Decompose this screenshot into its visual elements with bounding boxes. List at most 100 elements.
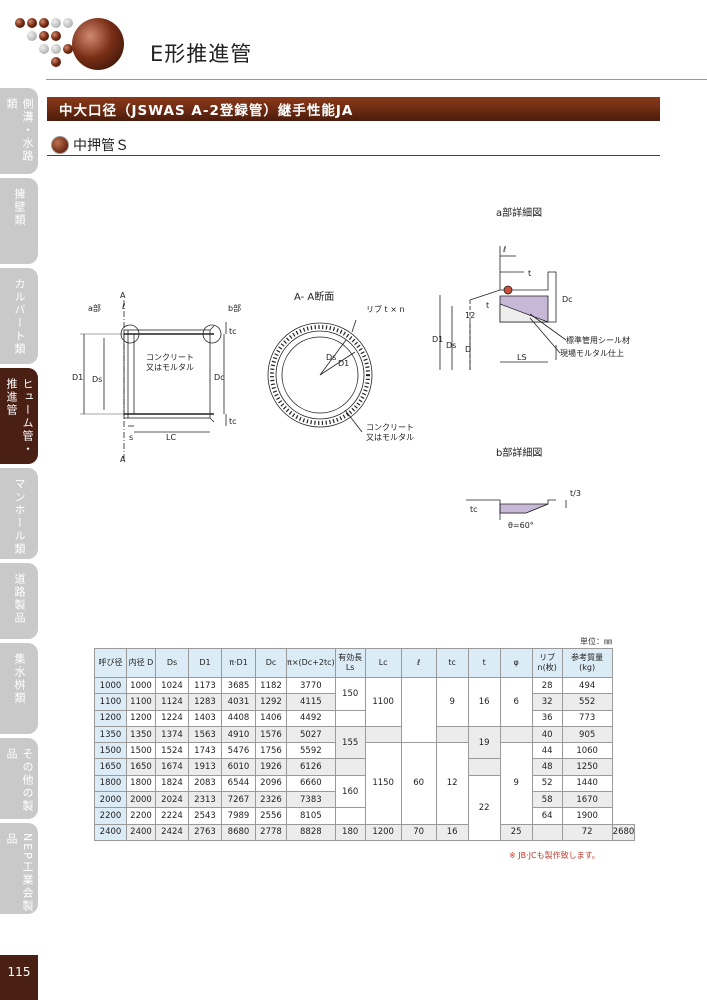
table-cell: 2313 [188, 791, 222, 809]
subsection-title: 中押管Ｓ [73, 137, 129, 154]
table-cell: 1500 [126, 742, 156, 760]
spec-table: 呼び径 内径 D Ds D1 π·D1 Dc π×(Dc+2tc) 有効長 Ls… [94, 648, 636, 841]
table-cell: 12 [435, 742, 469, 825]
table-cell: 2400 [94, 823, 127, 841]
table-cell: 1350 [94, 725, 127, 744]
col-header: 有効長 Ls [334, 648, 366, 678]
table-cell: 494 [561, 676, 613, 695]
table-cell: 3685 [221, 676, 256, 695]
table-cell: 25 [499, 823, 533, 841]
side-tab-3[interactable]: ヒューム管・推進管 [0, 368, 38, 464]
side-tab-label: マンホール類 [13, 478, 26, 556]
table-cell [531, 823, 563, 841]
side-tab-0[interactable]: 側溝・水路類 [0, 88, 38, 174]
rib-ring [270, 325, 370, 425]
table-cell: 16 [435, 823, 469, 841]
table-cell: 1500 [94, 742, 127, 760]
table-cell: 1100 [94, 693, 127, 711]
table-cell: 2778 [255, 823, 287, 841]
a-d-label: D [465, 345, 471, 354]
tc-label-bottom: tc [229, 417, 237, 426]
table-cell: 5592 [286, 742, 336, 760]
side-tab-4[interactable]: マンホール類 [0, 468, 38, 559]
table-cell: 1060 [561, 742, 613, 760]
table-cell [334, 709, 366, 727]
side-tab-8[interactable]: NEP工業会製品 [0, 823, 38, 914]
side-tab-1[interactable]: 擁壁類 [0, 178, 38, 264]
b-part-marker [202, 324, 222, 344]
mortar-finish-label: 現場モルタル仕上 [560, 348, 624, 358]
table-cell: 1000 [94, 676, 127, 695]
dc-label: Dc [214, 373, 225, 382]
table-cell: 1150 [364, 742, 402, 825]
table-cell: 155 [334, 725, 366, 760]
table-cell: 2000 [94, 791, 127, 809]
table-cell: 1403 [188, 709, 222, 727]
table-cell: 1913 [188, 758, 222, 776]
table-cell: 7383 [286, 791, 336, 809]
footnote: ※ JB·JCも製作致します。 [509, 851, 600, 860]
table-cell: 5476 [221, 742, 256, 760]
d1-section-label: D1 [338, 359, 349, 368]
table-cell: 6126 [286, 758, 336, 776]
table-cell: 2096 [255, 774, 287, 793]
table-cell: 1173 [188, 676, 222, 695]
table-cell: 2224 [155, 807, 189, 825]
col-header: 参考質量 (kg) [561, 648, 613, 678]
col-header: ℓ [400, 648, 437, 678]
table-cell: 180 [334, 823, 366, 841]
col-header: リブ n(枚) [531, 648, 563, 678]
table-cell: 4031 [221, 693, 256, 711]
a-12-label: 12 [465, 311, 475, 320]
table-cell: 2024 [155, 791, 189, 809]
ds-label: Ds [92, 375, 102, 384]
table-cell: 32 [531, 693, 563, 711]
table-cell: 1900 [561, 807, 613, 825]
side-tab-5[interactable]: 道路製品 [0, 563, 38, 639]
table-cell: 36 [531, 709, 563, 727]
table-cell: 1824 [155, 774, 189, 793]
table-cell: 1182 [255, 676, 287, 695]
table-cell: 8105 [286, 807, 336, 825]
table-cell: 2200 [126, 807, 156, 825]
col-header: tc [435, 648, 469, 678]
table-cell: 1124 [155, 693, 189, 711]
side-tab-label: その他の製品 [5, 748, 34, 813]
table-cell: 1406 [255, 709, 287, 727]
table-cell: 1743 [188, 742, 222, 760]
table-cell [435, 725, 469, 744]
table-cell: 8680 [221, 823, 256, 841]
aa-section-outer [267, 322, 373, 428]
tc-label-top: tc [229, 327, 237, 336]
concrete-label: コンクリート [146, 353, 194, 362]
side-tab-7[interactable]: その他の製品 [0, 738, 38, 819]
table-cell: 1200 [94, 709, 127, 727]
a-ls-label: LS [517, 353, 527, 362]
table-cell [499, 725, 533, 744]
s-label: s [129, 433, 133, 442]
col-header: 内径 D [126, 648, 156, 678]
table-cell: 773 [561, 709, 613, 727]
side-tab-2[interactable]: カルバート類 [0, 268, 38, 364]
table-cell: 1000 [126, 676, 156, 695]
table-cell: 1024 [155, 676, 189, 695]
table-cell: 7267 [221, 791, 256, 809]
table-cell: 64 [531, 807, 563, 825]
table-cell: 6544 [221, 774, 256, 793]
col-header: φ [499, 648, 533, 678]
d1-label: D1 [72, 373, 83, 382]
table-cell: 6010 [221, 758, 256, 776]
table-cell: 6 [499, 677, 533, 727]
side-tab-6[interactable]: 集水桝類 [0, 643, 38, 734]
table-cell [467, 758, 501, 776]
table-cell: 1800 [126, 774, 156, 793]
table-cell: 1100 [126, 693, 156, 711]
table-cell: 2763 [188, 823, 222, 841]
a-l-label: ℓ [502, 245, 506, 254]
table-cell: 2680 [611, 823, 636, 841]
